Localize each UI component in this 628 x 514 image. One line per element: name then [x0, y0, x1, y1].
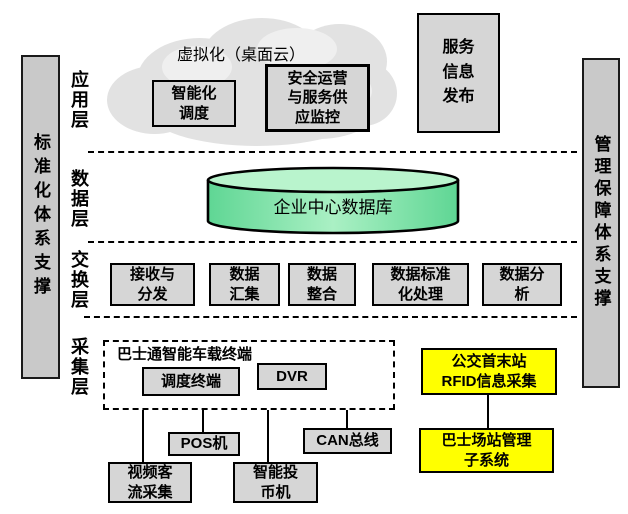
onboard-terminal-group-box [103, 340, 395, 410]
exchange-box-data-analysis: 数据分 析 [482, 263, 562, 306]
connector-rfid-depot-line [487, 395, 489, 428]
dispatch-terminal-box: 调度终端 [142, 367, 240, 396]
enterprise-database-cylinder [206, 166, 460, 235]
cloud-label: 虚拟化（桌面云） [177, 47, 306, 64]
layer-label-exchange: 交换层 [69, 250, 89, 310]
management-support-label: 管理保障体系支撑 [591, 135, 611, 311]
intelligent-dispatch-box: 智能化 调度 [152, 80, 236, 127]
enterprise-database-label: 企业中心数据库 [273, 198, 393, 217]
depot-management-box: 巴士场站管理 子系统 [419, 428, 554, 473]
exchange-box-data-aggregation: 数据 汇集 [209, 263, 280, 306]
pos-machine-box: POS机 [168, 432, 240, 456]
layer-label-collection: 采集层 [69, 337, 89, 397]
layer-label-data: 数据层 [69, 169, 89, 229]
security-ops-box: 安全运营 与服务供 应监控 [265, 64, 370, 132]
separator-exchange-collection [84, 316, 577, 318]
smart-coin-machine-box: 智能投 币机 [233, 462, 318, 503]
connector-coin-line [267, 410, 269, 462]
separator-data-exchange [88, 241, 577, 243]
exchange-box-data-standardization: 数据标准 化处理 [372, 263, 469, 306]
standardization-support-bar: 标准化体系支撑 [21, 55, 60, 379]
separator-application-data [88, 151, 577, 153]
connector-pos-line [202, 410, 204, 432]
exchange-box-receive-distribute: 接收与 分发 [110, 263, 195, 306]
video-passenger-flow-box: 视频客 流采集 [108, 462, 192, 503]
service-info-publish-box: 服务 信息 发布 [417, 13, 500, 133]
standardization-support-label: 标准化体系支撑 [31, 133, 50, 301]
connector-video-line [142, 410, 144, 462]
dvr-box: DVR [257, 363, 327, 390]
exchange-box-data-integration: 数据 整合 [288, 263, 356, 306]
management-support-bar: 管理保障体系支撑 [582, 58, 620, 388]
connector-can-line [346, 410, 348, 428]
can-bus-box: CAN总线 [303, 428, 392, 454]
rfid-collection-box: 公交首末站 RFID信息采集 [421, 348, 557, 395]
onboard-terminal-group-label: 巴士通智能车载终端 [117, 346, 253, 363]
layer-label-application: 应用层 [69, 70, 89, 130]
